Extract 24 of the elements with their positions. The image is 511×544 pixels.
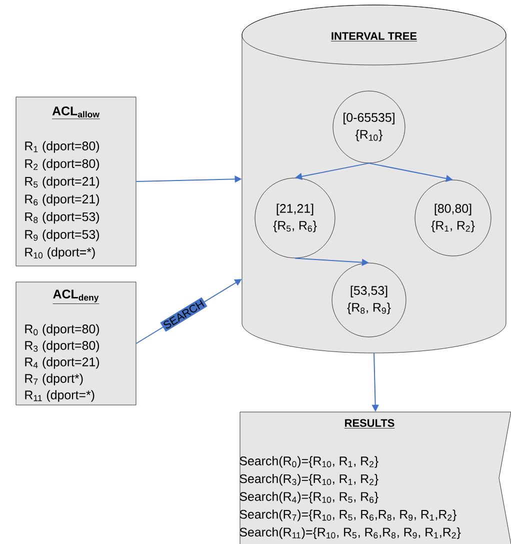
heading: RESULTS <box>344 419 395 428</box>
rule-entry: R$_{7}$ (dport*) <box>25 374 83 386</box>
rule-entry: R$_{6}$ (dport=21) <box>25 194 100 206</box>
rule-entry: R$_{3}$ (dport=80) <box>25 340 100 352</box>
heading: ACL$_{deny}$ <box>52 290 100 304</box>
rule-entry: R$_{2}$ (dport=80) <box>25 158 100 170</box>
result-entry: Search(R$_{11}$)={R$_{10}$, R$_{5}$, R$_{6}$,R$_{8}$, R$_{9}$, R$_{1}$,R$_{2}$} <box>240 527 461 539</box>
rule-entry: R$_{5}$ (dport=21) <box>25 176 100 188</box>
result-entry: Search(R$_{3}$)={R$_{10}$, R$_{1}$, R$_{2}$} <box>240 474 378 486</box>
rule-entry: R$_{8}$ (dport=53) <box>25 212 100 224</box>
list-box <box>16 96 136 266</box>
result-entry: Search(R$_{4}$)={R$_{10}$, R$_{5}$, R$_{6}$} <box>240 492 378 504</box>
result-entry: Search(R$_{0}$)={R$_{10}$, R$_{1}$, R$_{2}$} <box>240 456 378 468</box>
rule-entry: R$_{4}$ (dport=21) <box>25 357 100 369</box>
heading: ACL$_{allow}$ <box>52 106 100 120</box>
heading: INTERVAL TREE <box>330 32 418 42</box>
results-box <box>240 412 511 544</box>
result-entry: Search(R$_{7}$)={R$_{10}$, R$_{5}$, R$_{6}$,R$_{8}$, R$_{9}$, R$_{1}$,R$_{2}$} <box>240 510 456 522</box>
rule-entry: R$_{10}$ (dport=*) <box>25 247 95 259</box>
rule-entry: R$_{11}$ (dport=*) <box>25 390 94 402</box>
rule-entry: R$_{1}$ (dport=80) <box>25 141 100 153</box>
list-box <box>16 282 136 406</box>
rule-entry: R$_{0}$ (dport=80) <box>25 324 100 336</box>
rule-entry: R$_{9}$ (dport=53) <box>25 230 100 242</box>
